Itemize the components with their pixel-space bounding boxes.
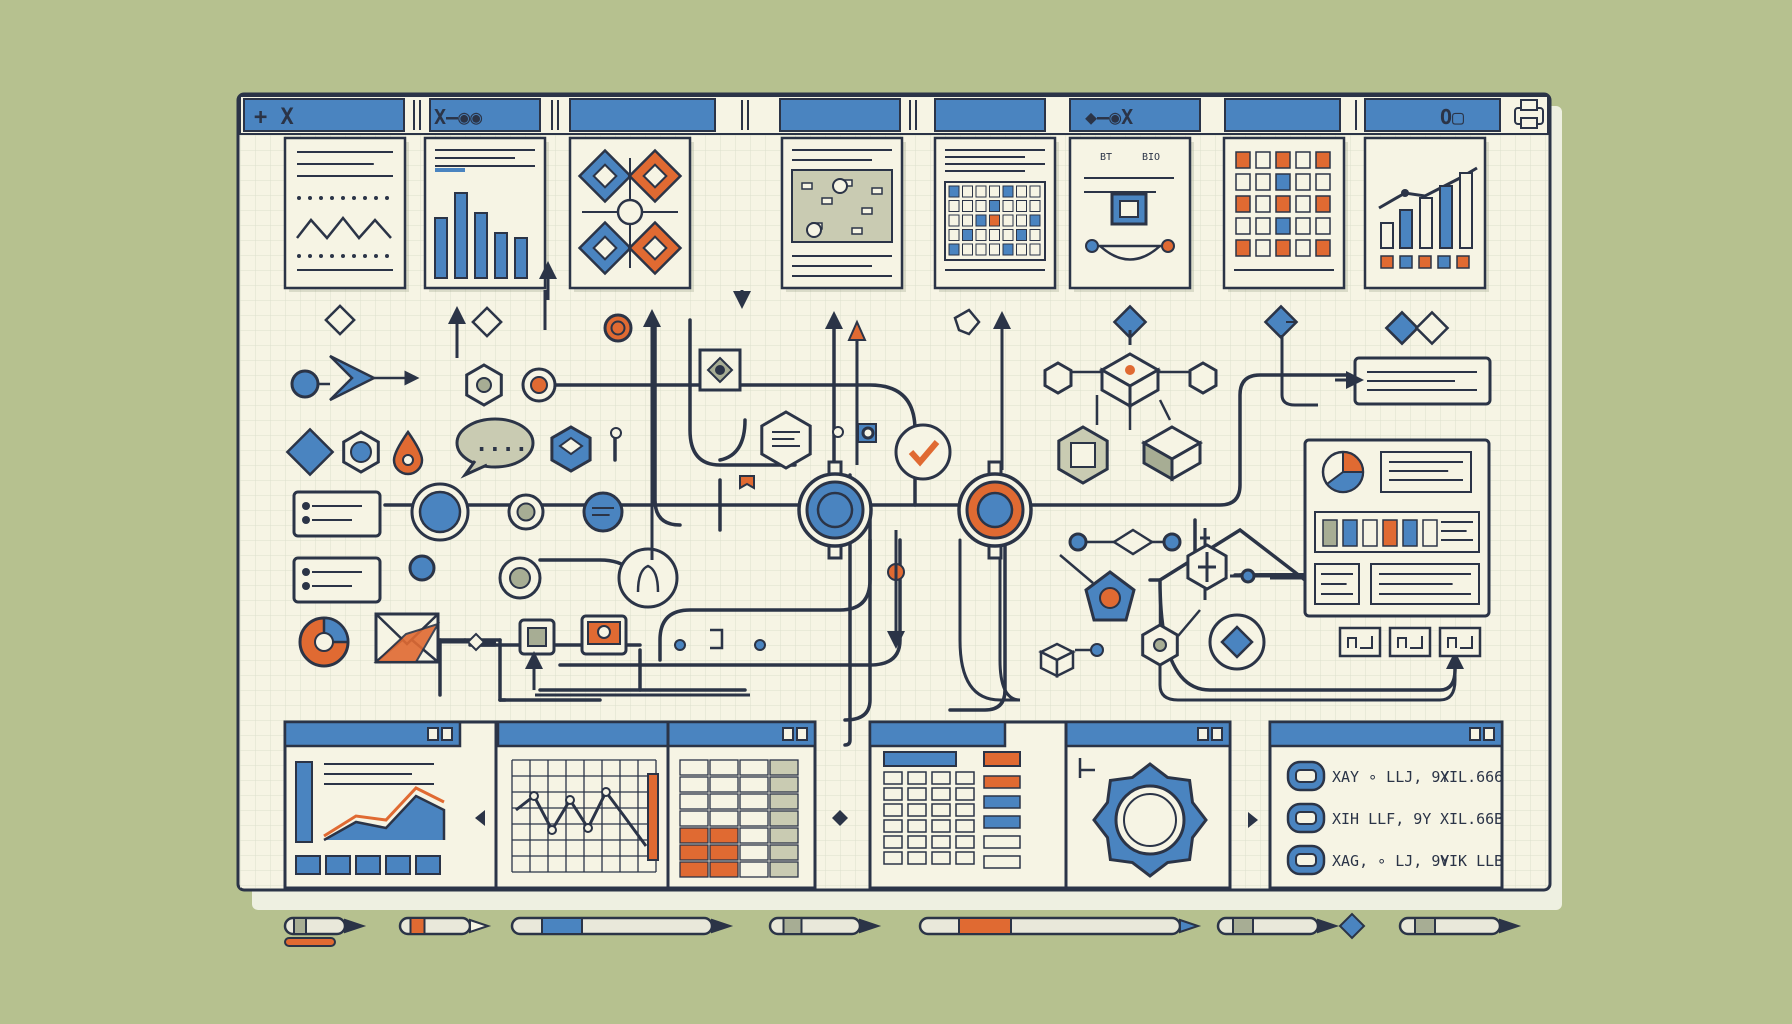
circle-node-2[interactable]	[521, 367, 557, 403]
dashboard-card[interactable]	[1303, 438, 1491, 618]
drop-node[interactable]	[392, 429, 424, 476]
spreadsheet-panel[interactable]	[679, 759, 799, 878]
panel-titlebar-4	[868, 720, 1007, 748]
bar-chart-icon[interactable]	[423, 136, 549, 292]
diamond-node-1[interactable]	[324, 304, 356, 336]
diamond-node-7[interactable]	[1384, 310, 1420, 346]
list-row-label: XAG, ∘ LJ, 9Y	[1332, 852, 1449, 870]
mini-tab-2[interactable]	[1388, 626, 1432, 658]
window-control-icon[interactable]	[796, 727, 808, 741]
top-tab-strip[interactable]: + X X–◉◉ ◆–◉X O▢	[239, 95, 1549, 135]
panel-titlebar-2	[496, 720, 670, 748]
coin-node[interactable]	[498, 556, 542, 600]
circle-node-1[interactable]	[290, 369, 320, 399]
pentagon-node[interactable]	[1084, 570, 1136, 622]
table-icon[interactable]	[933, 136, 1059, 292]
donut-icon[interactable]	[298, 616, 350, 668]
tab-2-glyphs: X–◉◉	[434, 105, 482, 129]
trend-bars-icon[interactable]	[1363, 136, 1489, 292]
window-control-icon[interactable]	[441, 727, 453, 741]
bulb-node[interactable]	[617, 547, 679, 609]
list-row-value: VIK LLB	[1440, 852, 1503, 870]
window-control-icon[interactable]	[1483, 727, 1495, 741]
open-node[interactable]	[861, 426, 875, 440]
mini-tab-3[interactable]	[1438, 626, 1482, 658]
window-control-icon[interactable]	[782, 727, 794, 741]
left-arrow-icon[interactable]	[475, 810, 485, 826]
pen-tool[interactable]	[283, 916, 367, 936]
fountain-pen-tool[interactable]	[1216, 916, 1340, 936]
flag-icon[interactable]	[739, 475, 755, 490]
mini-tab-1[interactable]	[1338, 626, 1382, 658]
diamond-node-3[interactable]	[285, 427, 335, 477]
circle-node-4[interactable]	[582, 491, 624, 533]
list-row-value: XIL.66B	[1440, 810, 1503, 828]
wave-chart-icon[interactable]	[283, 136, 409, 292]
hex-node-3[interactable]	[1188, 361, 1218, 395]
speech-bubble-text: ....	[475, 432, 528, 457]
map-icon[interactable]	[780, 136, 906, 292]
diamond-node-8[interactable]	[1414, 310, 1450, 346]
small-node-2[interactable]	[1162, 532, 1182, 552]
card6-right-text: BIO	[1142, 152, 1160, 163]
circle-node-5[interactable]	[408, 554, 436, 582]
marker-tool[interactable]	[398, 916, 492, 936]
star-connector-icon	[832, 810, 848, 826]
window-control-icon[interactable]	[1197, 727, 1209, 741]
blue-hub[interactable]	[797, 460, 873, 560]
list-card-1[interactable]	[292, 490, 382, 538]
isometric-tray-node[interactable]	[1140, 425, 1204, 482]
tab-6-glyphs: ◆–◉X	[1085, 105, 1133, 129]
tool-tray	[283, 912, 1522, 947]
target-node-1[interactable]	[603, 313, 633, 343]
stylus-tool[interactable]	[510, 916, 734, 936]
list-row-label: XIH LLF, 9Y	[1332, 810, 1431, 828]
calendar-panel[interactable]	[883, 751, 1021, 869]
slim-list-node[interactable]	[1353, 356, 1492, 406]
window-control-icon[interactable]	[427, 727, 439, 741]
card6-left-text: BT	[1100, 152, 1112, 163]
brush-tool[interactable]	[768, 916, 882, 936]
tab-left-glyphs: + X	[254, 105, 294, 130]
window-control-icon[interactable]	[1211, 727, 1223, 741]
pencil-tool[interactable]	[1398, 916, 1522, 936]
diagram-nodes: ....	[285, 261, 1492, 702]
hex-node-2[interactable]	[1043, 361, 1073, 395]
window-control-icon[interactable]	[1469, 727, 1481, 741]
scatter-chart-panel[interactable]	[511, 759, 659, 873]
camera-box-node[interactable]	[698, 348, 742, 392]
checkmark-node[interactable]	[894, 423, 952, 481]
speech-bubble[interactable]: ....	[455, 417, 535, 479]
list-row-label: XAY ∘ LLJ, 9Y	[1332, 768, 1449, 786]
right-arrow-icon[interactable]	[1248, 812, 1258, 828]
highlighter-tool[interactable]	[918, 916, 1202, 936]
tile-grid-icon[interactable]	[1222, 136, 1348, 292]
chip-diagram-icon[interactable]: BT BIO	[1068, 136, 1194, 292]
list-card-2[interactable]	[292, 556, 382, 604]
printer-icon[interactable]	[1514, 99, 1544, 129]
small-node-1[interactable]	[1068, 532, 1088, 552]
bowtie-arrow-icon[interactable]	[329, 354, 420, 402]
small-node-3[interactable]	[1240, 568, 1256, 584]
cube-node-2[interactable]	[1038, 642, 1076, 679]
top-cards: BT BIO	[283, 136, 1489, 292]
list-row-value: XIL.666	[1440, 768, 1503, 786]
diamond-node-4[interactable]	[1112, 304, 1148, 340]
envelope-icon[interactable]	[373, 612, 441, 664]
diamond-network-icon[interactable]	[568, 136, 694, 292]
diamond-node-2[interactable]	[471, 306, 503, 338]
tab-8-glyphs: O▢	[1440, 105, 1464, 129]
nib-tool[interactable]	[1338, 912, 1366, 940]
circle-node-3[interactable]	[507, 493, 545, 531]
diamond-node-5[interactable]	[1263, 304, 1299, 340]
gear-icon[interactable]	[1092, 762, 1208, 878]
puzzle-icon[interactable]	[953, 308, 981, 336]
panel-titlebar-6	[1268, 720, 1504, 748]
orange-hub[interactable]	[957, 460, 1033, 560]
area-chart-panel[interactable]	[295, 761, 446, 875]
